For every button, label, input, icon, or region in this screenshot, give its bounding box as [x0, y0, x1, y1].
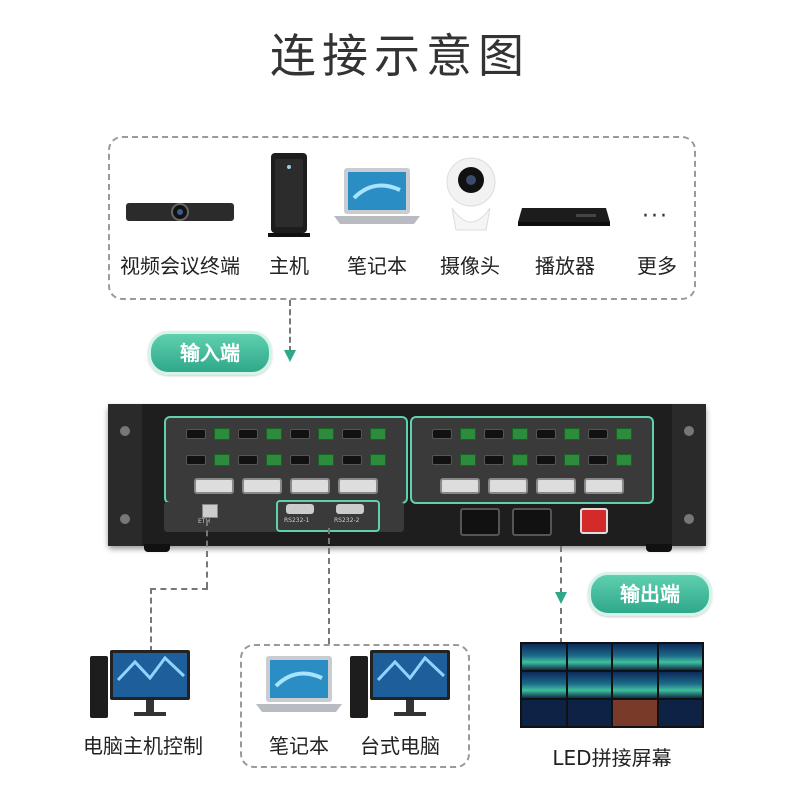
desktop-icon	[350, 650, 450, 722]
mount-hole-icon	[684, 426, 694, 436]
serial-devices-box	[240, 644, 470, 768]
eth-port-icon	[202, 504, 218, 518]
input-device-label: 更多	[637, 254, 677, 278]
input-connector-line	[289, 300, 291, 352]
laptop-icon	[334, 168, 420, 228]
arrow-down-icon	[282, 348, 298, 364]
input-tag: 输入端	[148, 331, 272, 375]
hdmi-input-row	[172, 452, 400, 468]
power-socket-icon	[512, 508, 552, 536]
input-devices-box	[108, 136, 696, 300]
eth-connector-line	[206, 520, 208, 588]
wall-panel	[522, 672, 566, 698]
wall-panel	[522, 644, 566, 670]
wall-panel	[567, 672, 611, 698]
more-icon: ···	[642, 204, 669, 229]
pc-tower-icon	[268, 153, 310, 237]
serial-device-label: 台式电脑	[360, 734, 440, 758]
eth-connector-line	[150, 588, 152, 652]
input-device-label: 视频会议终端	[120, 254, 240, 278]
control-label: 电脑主机控制	[83, 734, 203, 758]
laptop-icon	[256, 656, 342, 716]
power-socket-icon	[460, 508, 500, 536]
mount-hole-icon	[684, 514, 694, 524]
output-tag: 输出端	[588, 572, 712, 616]
input-device-label: 笔记本	[347, 254, 407, 278]
wall-panel	[567, 700, 611, 726]
hdmi-input-row	[172, 426, 400, 442]
wall-panel	[613, 644, 657, 670]
output-card-block	[410, 416, 654, 504]
camera-icon	[442, 156, 500, 232]
rs232-1-label: RS232-1	[284, 517, 310, 524]
chassis-foot	[646, 544, 672, 552]
page-title: 连接示意图	[270, 29, 530, 83]
eth-label: ETH	[198, 518, 210, 525]
player-icon	[518, 204, 610, 228]
wall-panel	[522, 700, 566, 726]
dvi-input-row	[172, 478, 400, 494]
eth-connector-line	[150, 588, 208, 590]
wall-panel	[658, 672, 702, 698]
output-connector-line	[560, 546, 562, 594]
wall-panel	[658, 700, 702, 726]
matrix-switcher-chassis: ETH RS232-1 RS232-2	[108, 404, 706, 546]
dvi-output-row	[418, 478, 646, 494]
rs232-port-icon	[336, 504, 364, 514]
input-card-block	[164, 416, 408, 504]
output-screen-line	[560, 608, 562, 644]
hdmi-output-row	[418, 452, 646, 468]
desktop-icon	[90, 650, 190, 722]
serial-device-label: 笔记本	[269, 734, 329, 758]
conference-camera-icon	[126, 200, 234, 224]
wall-panel	[613, 700, 657, 726]
mount-hole-icon	[120, 514, 130, 524]
power-switch-icon	[580, 508, 608, 534]
hdmi-output-row	[418, 426, 646, 442]
mount-hole-icon	[120, 426, 130, 436]
chassis-foot	[144, 544, 170, 552]
arrow-down-icon	[553, 590, 569, 606]
input-device-label: 摄像头	[440, 254, 500, 278]
input-device-label: 播放器	[535, 254, 595, 278]
rs232-2-label: RS232-2	[334, 517, 360, 524]
led-video-wall	[520, 642, 704, 728]
rs232-connector-line	[328, 528, 330, 644]
led-label: LED拼接屏幕	[552, 746, 672, 770]
rs232-port-icon	[286, 504, 314, 514]
wall-panel	[613, 672, 657, 698]
input-device-label: 主机	[269, 254, 309, 278]
wall-panel	[567, 644, 611, 670]
wall-panel	[658, 644, 702, 670]
